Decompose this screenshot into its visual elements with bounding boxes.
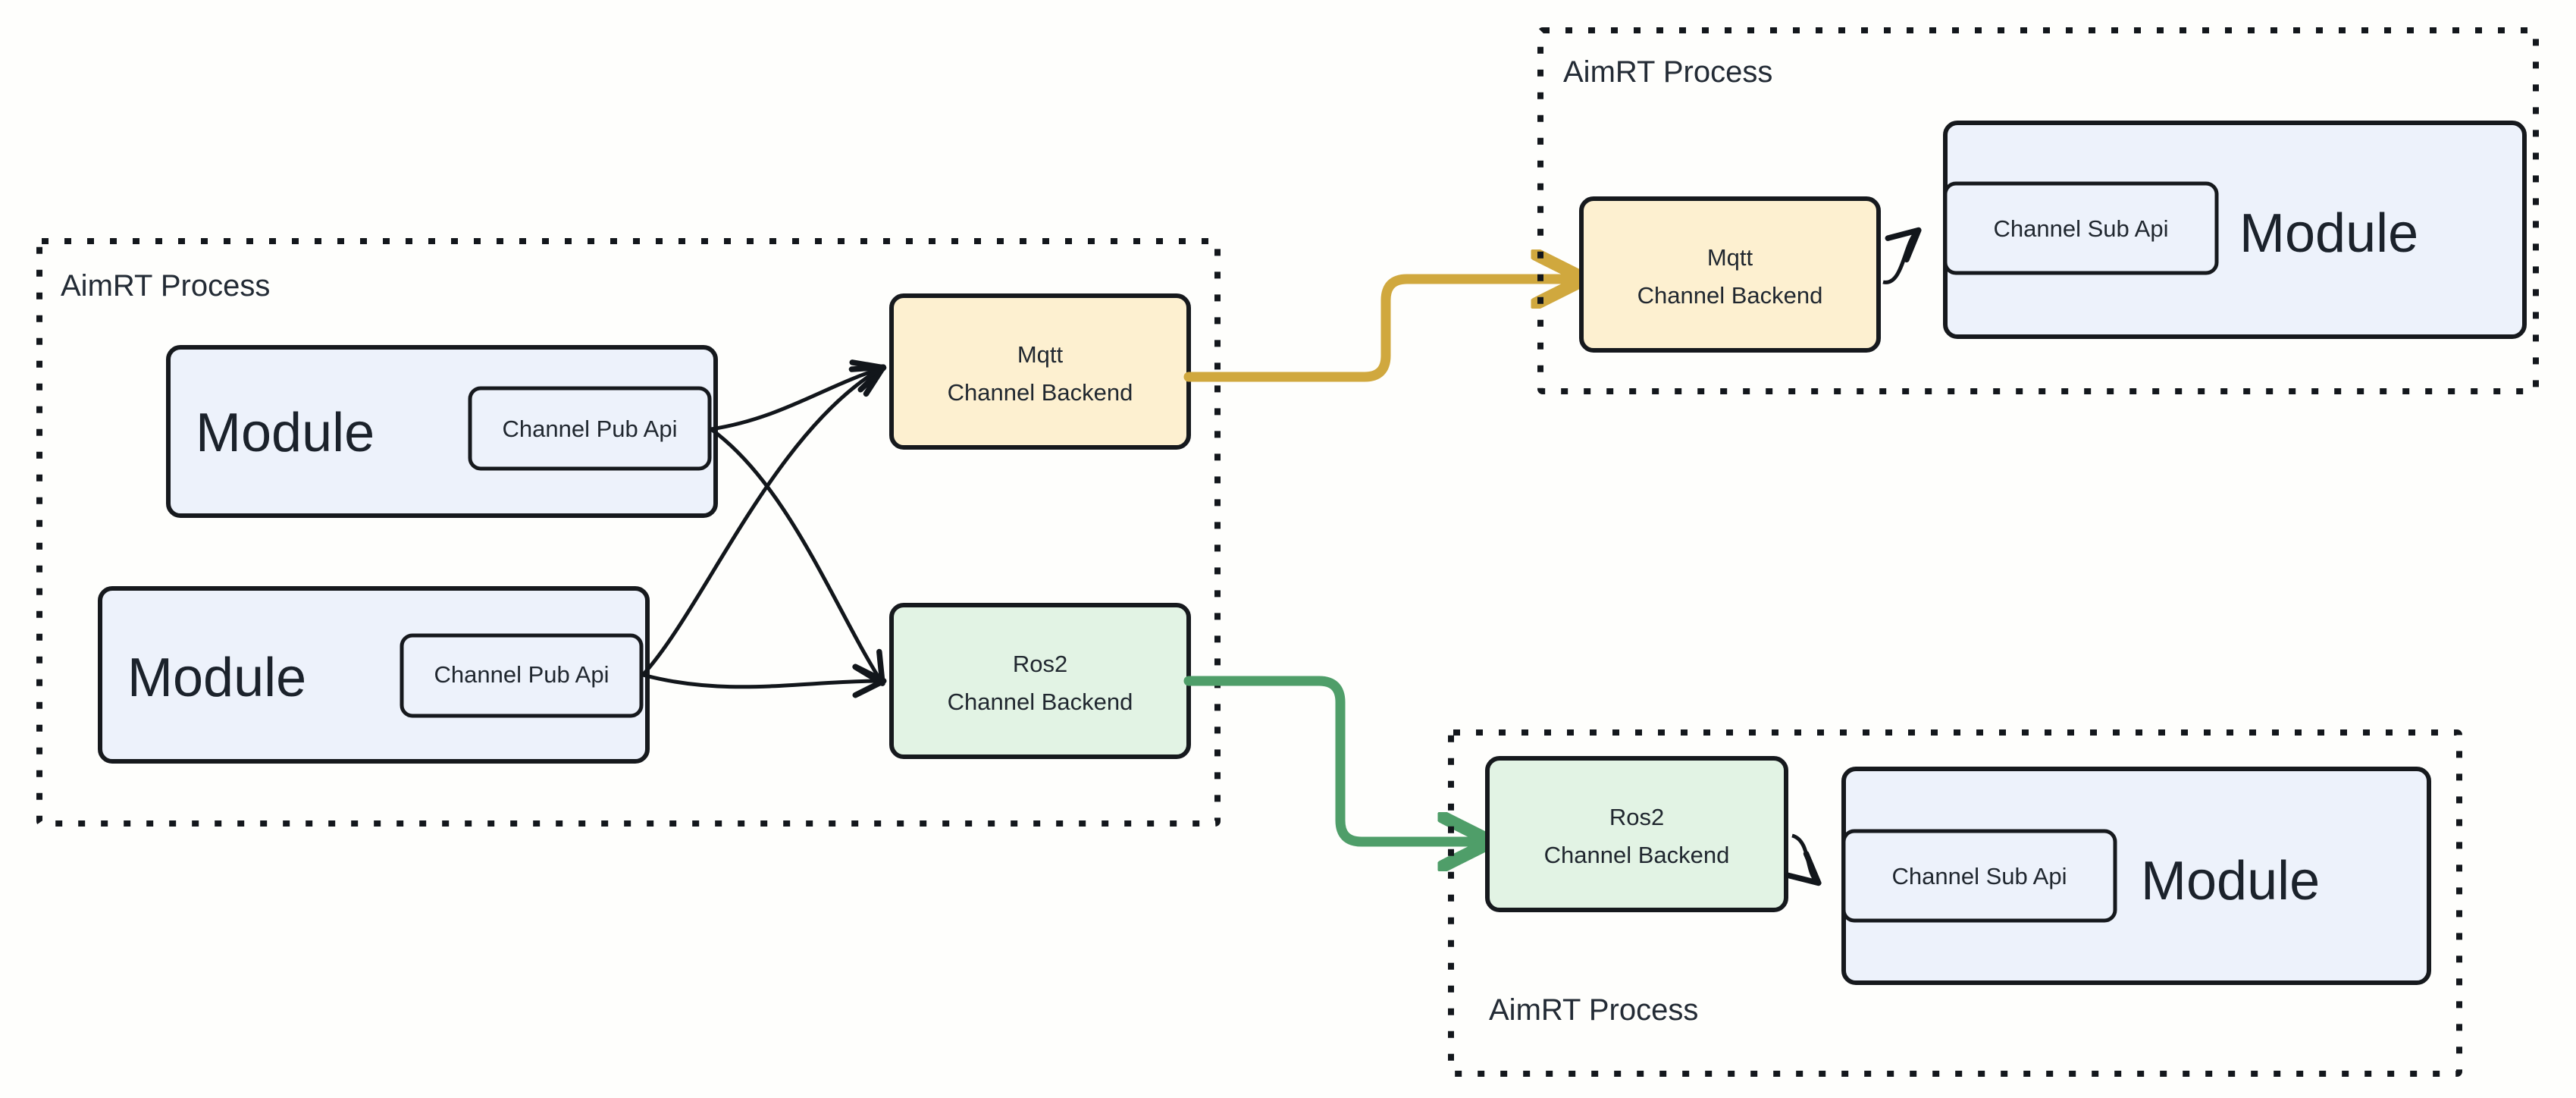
publisher-module-1-api-box[interactable] [468,386,712,471]
edge-ros2-backend-to-sub-api [1785,833,1822,886]
process-subscriber-mqtt-label: AimRT Process [1563,55,1772,89]
edge-module1-to-mqtt [710,359,887,431]
process-subscriber-ros2: AimRT Process Ros2 Channel Backend Chann… [1448,729,2462,1077]
process-publisher-label: AimRT Process [61,269,270,303]
edge-mqtt-backend-to-sub-api [1882,227,1922,284]
link-mqtt-to-subscriber [1183,279,1575,382]
subscriber-ros2-backend[interactable]: Ros2 Channel Backend [1485,756,1788,912]
subscriber-mqtt-backend-name: Mqtt [1707,244,1753,271]
publisher-module-1[interactable]: Module Channel Pub Api [166,345,718,518]
subscriber-mqtt-backend[interactable]: Mqtt Channel Backend [1579,196,1881,353]
publisher-backend-mqtt-name: Mqtt [1017,341,1064,368]
publisher-module-1-title: Module [196,403,374,463]
process-subscriber-mqtt: AimRT Process Mqtt Channel Backend Chann… [1537,27,2539,394]
subscriber-mqtt-module-api-box[interactable] [1943,181,2219,275]
publisher-module-2-api-label: Channel Pub Api [434,661,610,688]
subscriber-mqtt-backend-kind: Channel Backend [1637,282,1823,309]
publisher-backend-ros2-box[interactable] [889,603,1191,759]
edge-module2-to-ros2 [642,664,887,698]
publisher-module-1-api-label: Channel Pub Api [503,416,678,442]
publisher-backend-ros2[interactable]: Ros2 Channel Backend [889,603,1191,759]
subscriber-ros2-backend-name: Ros2 [1609,804,1664,830]
publisher-backend-ros2-name: Ros2 [1013,651,1067,677]
subscriber-ros2-module-api-box[interactable] [1841,829,2117,923]
process-publisher: AimRT Process Module Channel Pub Api Mod… [36,238,1221,827]
subscriber-mqtt-module-title: Module [2239,203,2418,264]
link-ros2-to-subscriber [1183,676,1482,842]
process-subscriber-ros2-border [1448,729,2462,1077]
edge-module1-to-ros2 [710,427,885,686]
publisher-backend-ros2-kind: Channel Backend [948,689,1133,715]
subscriber-ros2-backend-box[interactable] [1485,756,1788,912]
publisher-module-2-api-box[interactable] [400,633,644,718]
publisher-backend-mqtt[interactable]: Mqtt Channel Backend [889,293,1191,450]
edge-module2-to-mqtt [641,364,886,676]
process-subscriber-mqtt-border [1537,27,2539,394]
subscriber-ros2-module-api-label: Channel Sub Api [1892,863,2067,889]
process-publisher-border [36,238,1221,827]
subscriber-mqtt-backend-box[interactable] [1579,196,1881,353]
publisher-backend-mqtt-box[interactable] [889,293,1191,450]
subscriber-ros2-module-title: Module [2141,851,2320,911]
subscriber-mqtt-module[interactable]: Channel Sub Api Module [1943,121,2527,339]
publisher-module-2-title: Module [127,648,306,708]
process-subscriber-ros2-label: AimRT Process [1489,993,1698,1027]
publisher-module-2[interactable]: Module Channel Pub Api [98,586,650,764]
publisher-backend-mqtt-kind: Channel Backend [948,379,1133,406]
subscriber-mqtt-module-api-label: Channel Sub Api [1994,215,2169,242]
subscriber-ros2-backend-kind: Channel Backend [1544,842,1730,868]
subscriber-ros2-module[interactable]: Channel Sub Api Module [1841,767,2431,985]
